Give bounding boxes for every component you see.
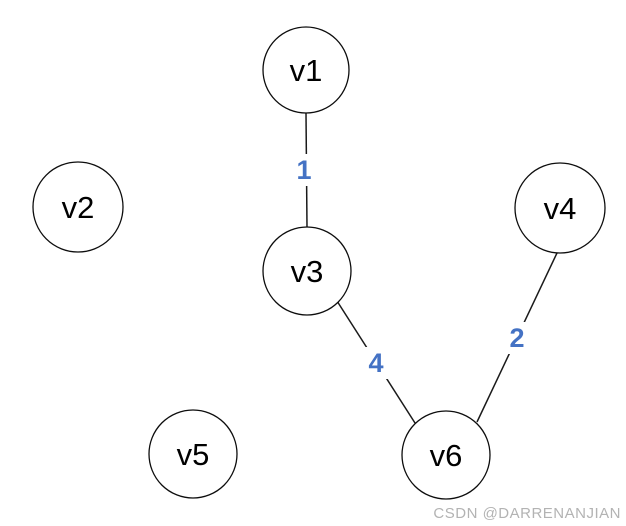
edge-weight-bg-v4-v6 bbox=[505, 322, 529, 354]
node-label-v4: v4 bbox=[544, 191, 577, 226]
edge-weight-bg-v1-v3 bbox=[292, 154, 316, 186]
watermark: CSDN @DARRENANJIAN bbox=[433, 505, 621, 522]
edge-weight-v1-v3: 1 bbox=[296, 155, 311, 185]
edge-weight-v3-v6: 4 bbox=[368, 348, 383, 378]
node-v6 bbox=[401, 410, 491, 500]
node-label-v5: v5 bbox=[177, 437, 210, 472]
node-label-v2: v2 bbox=[62, 190, 95, 225]
node-label-v1: v1 bbox=[290, 53, 323, 88]
node-v5 bbox=[148, 409, 238, 499]
edge-weight-bg-v3-v6 bbox=[364, 347, 388, 379]
edge-weight-v4-v6: 2 bbox=[509, 323, 524, 353]
node-label-v3: v3 bbox=[291, 254, 324, 289]
node-v3 bbox=[262, 226, 352, 316]
node-v4 bbox=[514, 162, 606, 254]
node-v1 bbox=[262, 26, 350, 114]
node-v2 bbox=[32, 161, 124, 253]
node-label-v6: v6 bbox=[430, 438, 463, 473]
